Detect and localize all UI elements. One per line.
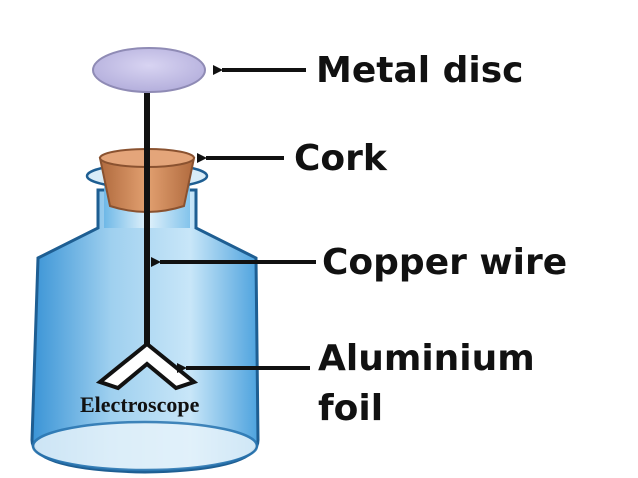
electroscope-caption: Electroscope (80, 392, 200, 417)
metal-disc (92, 47, 206, 93)
cork-label: Cork (294, 138, 388, 179)
copper-wire-label: Copper wire (322, 242, 567, 283)
foil-label: foil (318, 388, 383, 429)
jar-base (31, 420, 259, 472)
aluminium-foil-leaves (95, 341, 199, 391)
aluminium-label: Aluminium (318, 338, 535, 379)
metal-disc-label: Metal disc (316, 50, 524, 91)
